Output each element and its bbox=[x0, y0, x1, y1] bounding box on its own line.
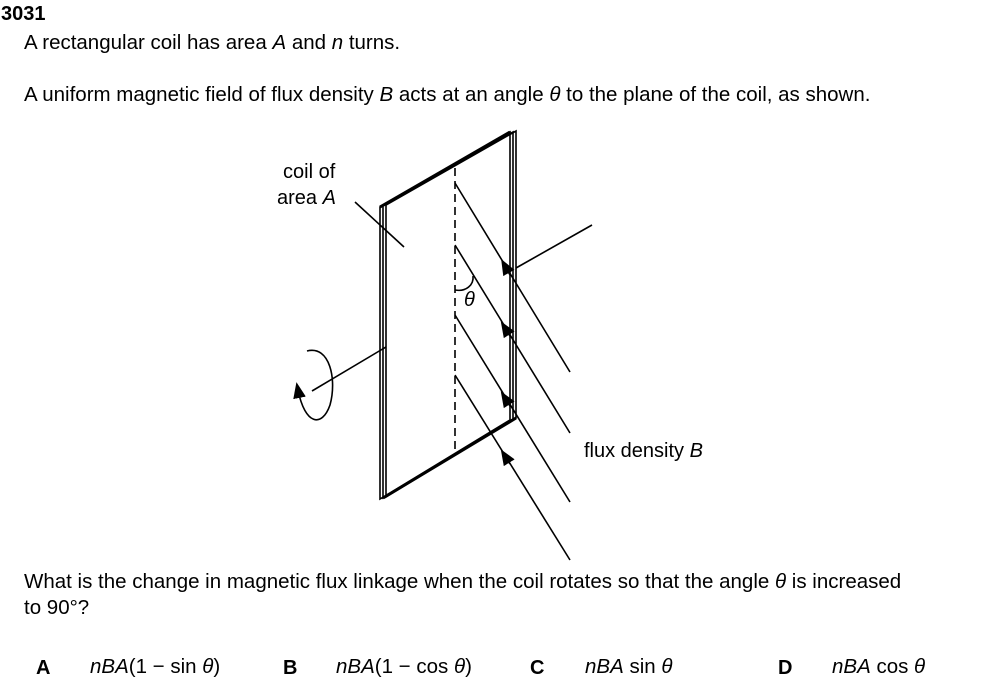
label-pointer bbox=[354, 201, 405, 248]
rotation-arrow-icon bbox=[293, 349, 334, 421]
coil-label-2: area A bbox=[277, 187, 336, 210]
text: A uniform magnetic field of flux density bbox=[24, 83, 380, 106]
text: is increased bbox=[786, 570, 902, 593]
question-line-2: to 90°? bbox=[24, 596, 90, 619]
var-a: A bbox=[272, 31, 287, 54]
axis-right bbox=[515, 224, 593, 269]
option-c-letter[interactable]: C bbox=[530, 657, 545, 679]
var-theta: θ bbox=[464, 289, 475, 311]
text: acts at an angle bbox=[393, 83, 550, 106]
option-d-letter[interactable]: D bbox=[778, 657, 793, 679]
text: What is the change in magnetic flux link… bbox=[24, 570, 775, 593]
question-number: 3031 bbox=[1, 3, 46, 25]
question-line-1: What is the change in magnetic flux link… bbox=[24, 570, 901, 594]
text: turns. bbox=[343, 31, 401, 54]
flux-label: flux density B bbox=[584, 440, 703, 463]
text: area bbox=[277, 187, 323, 209]
var-b: B bbox=[689, 440, 703, 462]
axis-left bbox=[311, 346, 387, 392]
option-c-text[interactable]: nBA sin θ bbox=[585, 655, 673, 678]
option-a-text[interactable]: nBA(1 − sin θ) bbox=[90, 655, 221, 678]
coil-label-1: coil of bbox=[283, 161, 336, 183]
option-d-text[interactable]: nBA cos θ bbox=[832, 655, 926, 678]
var-theta: θ bbox=[774, 570, 787, 593]
theta-arc bbox=[454, 275, 474, 292]
var-theta: θ bbox=[549, 83, 561, 106]
option-b-letter[interactable]: B bbox=[283, 657, 298, 679]
coil bbox=[379, 129, 517, 501]
text: flux density bbox=[584, 440, 690, 462]
stem-line-1: A rectangular coil has area A and n turn… bbox=[24, 31, 400, 55]
var-b: B bbox=[379, 83, 394, 106]
stem-line-2: A uniform magnetic field of flux density… bbox=[24, 83, 870, 107]
var-a: A bbox=[322, 187, 336, 209]
field-lines bbox=[454, 182, 571, 561]
text: to the plane of the coil, as shown. bbox=[560, 83, 871, 106]
theta-label: θ bbox=[464, 289, 475, 312]
option-b-text[interactable]: nBA(1 − cos θ) bbox=[336, 655, 472, 678]
var-n: n bbox=[331, 31, 344, 54]
text: and bbox=[286, 31, 332, 54]
option-a-letter[interactable]: A bbox=[36, 657, 51, 679]
text: A rectangular coil has area bbox=[24, 31, 273, 54]
